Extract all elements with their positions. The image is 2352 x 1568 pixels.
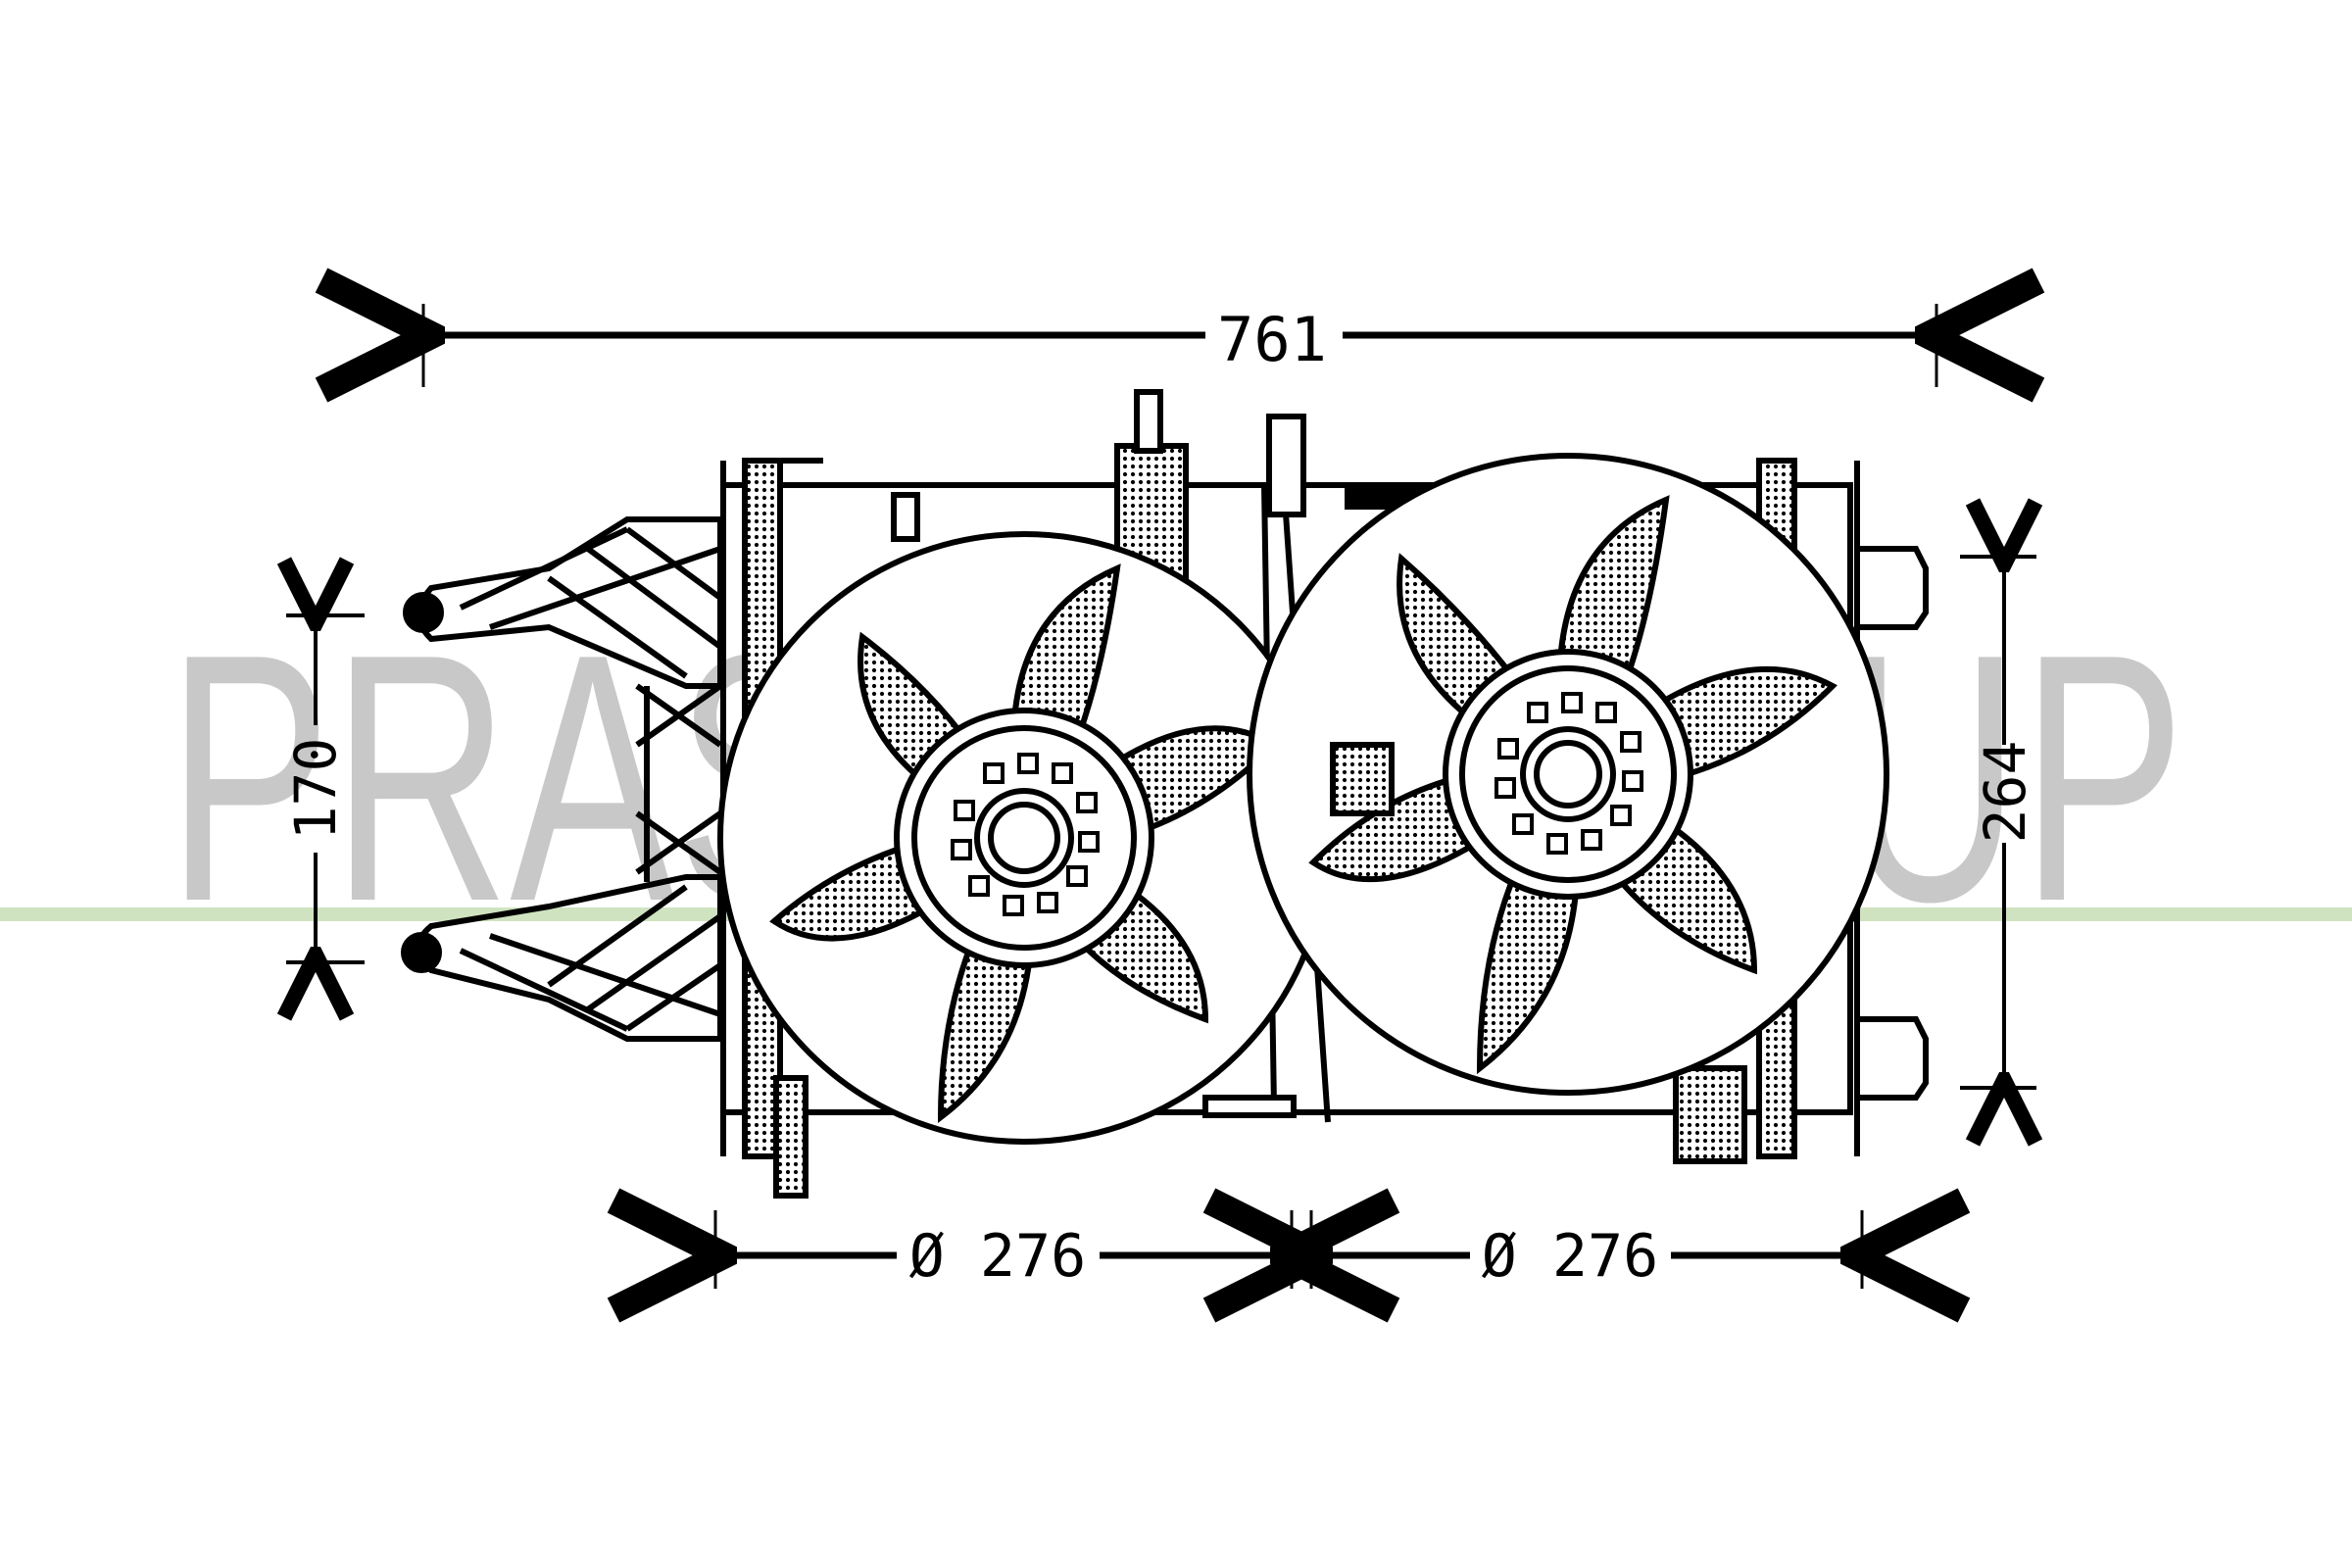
dimension-overall-width — [423, 304, 1936, 387]
right-fan — [1247, 453, 1889, 1096]
dimension-label-right-height: 264 — [1972, 741, 2038, 844]
dimension-right-height — [1960, 557, 2036, 1088]
dimension-label-left-mount-height: 170 — [282, 738, 349, 841]
dimension-label-left-fan-diameter: Ø 276 — [909, 1222, 1087, 1291]
dimension-label-overall-width: 761 — [1217, 304, 1327, 375]
dimension-fan-diameters — [715, 1210, 1862, 1289]
dimension-label-right-fan-diameter: Ø 276 — [1482, 1222, 1659, 1291]
dimension-left-mount-height — [286, 615, 365, 962]
left-fan — [717, 531, 1331, 1145]
